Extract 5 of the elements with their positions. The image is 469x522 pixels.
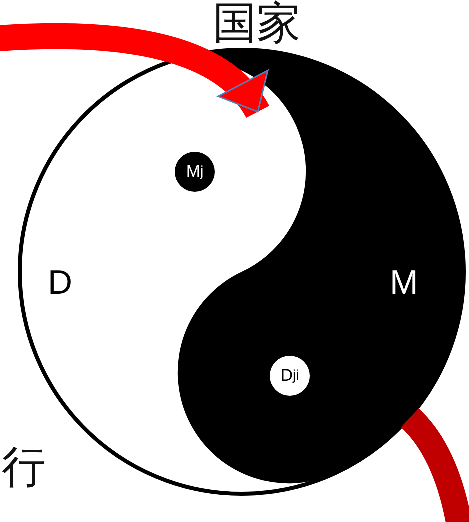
region-label: M xyxy=(390,266,418,300)
curved-arrow xyxy=(0,23,269,119)
text-label: 国家 xyxy=(213,2,301,46)
region-label: D xyxy=(48,266,73,300)
text-label: 行 xyxy=(2,446,46,490)
